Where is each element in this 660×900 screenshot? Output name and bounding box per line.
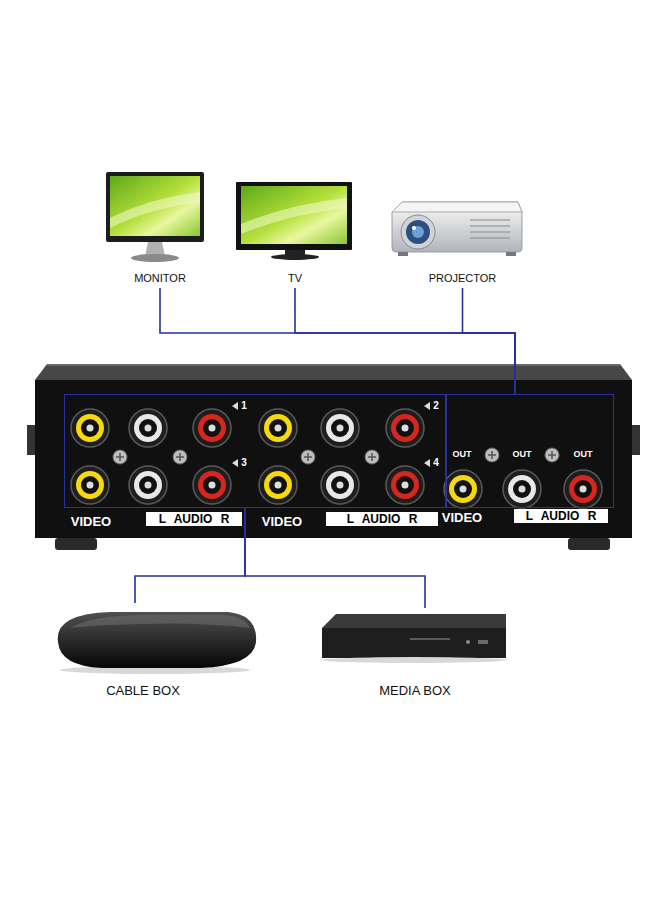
tv-base: [271, 254, 319, 260]
display-device: PROJECTOR: [385, 168, 540, 288]
output-panel: OUT OUT OUT: [447, 395, 613, 507]
audio-jack: [503, 470, 541, 508]
port-label: VIDEO: [246, 514, 318, 530]
audio-jack: [321, 466, 359, 504]
projector-foot: [506, 252, 516, 256]
screw: [365, 450, 379, 464]
connector-line: [160, 288, 515, 395]
video-jack: [71, 466, 109, 504]
audio-jack: [321, 409, 359, 447]
connector-line: [245, 507, 425, 608]
device-label: MONITOR: [100, 272, 220, 285]
monitor-stand: [145, 242, 165, 256]
screw: [301, 450, 315, 464]
input-number: 3: [238, 457, 250, 469]
switch-edge: [47, 365, 620, 366]
monitor-bezel: [106, 172, 204, 242]
projector-lens-core: [412, 226, 424, 238]
screw: [113, 450, 127, 464]
indicator: [466, 640, 470, 644]
projector-lens-ring: [401, 215, 435, 249]
disc-slot: [410, 638, 450, 640]
device-label: MEDIA BOX: [340, 683, 490, 699]
vent-line: [470, 220, 510, 221]
switch-knob: [632, 425, 640, 455]
input-number: 1: [238, 400, 250, 412]
vent-line: [470, 226, 510, 227]
display-device: MONITOR: [100, 168, 220, 288]
audio-jack: [129, 409, 167, 447]
screw: [485, 448, 499, 462]
source-device: MEDIA BOX: [335, 608, 515, 700]
audio-jack: [386, 409, 424, 447]
switch-top: [35, 364, 632, 380]
connector-line: [135, 507, 245, 603]
pointer-triangle: [424, 402, 430, 410]
port-label: L AUDIO R: [326, 512, 438, 526]
screen-glare: [110, 192, 200, 228]
button: [478, 640, 488, 644]
audio-jack: [193, 409, 231, 447]
pointer-triangle: [424, 459, 430, 467]
pointer-triangle: [232, 459, 238, 467]
projector-lens: [406, 220, 430, 244]
screen-glare: [241, 198, 347, 234]
media-box-front: [322, 628, 506, 658]
media-box-top: [322, 614, 506, 628]
vent-line: [470, 238, 510, 239]
audio-jack: [193, 466, 231, 504]
input-number: 2: [430, 400, 442, 412]
projector-body: [392, 202, 522, 252]
tv-screen: [241, 186, 347, 244]
display-device: TV: [235, 168, 355, 288]
video-jack: [259, 409, 297, 447]
audio-jack: [129, 466, 167, 504]
switch-box: 1234OUTOUTOUTVIDEOL AUDIO RVIDEOL AUDIO …: [35, 365, 632, 540]
monitor-screen: [110, 176, 200, 236]
switch-foot: [568, 538, 610, 550]
port-label: L AUDIO R: [146, 512, 242, 526]
connector-line: [463, 288, 516, 395]
shadow: [322, 657, 506, 663]
audio-jack: [564, 470, 602, 508]
switch-front: [35, 380, 632, 538]
pointer-triangle: [232, 402, 238, 410]
switch-foot: [55, 538, 97, 550]
output-label: OUT: [447, 449, 477, 460]
screw: [545, 448, 559, 462]
port-label: VIDEO: [55, 514, 127, 530]
video-jack: [71, 409, 109, 447]
audio-jack: [386, 466, 424, 504]
output-label: OUT: [568, 449, 598, 460]
input-number: 4: [430, 457, 442, 469]
device-label: PROJECTOR: [400, 272, 525, 285]
monitor-base: [131, 254, 179, 262]
tv-bezel: [236, 182, 352, 250]
vent-line: [470, 232, 510, 233]
device-label: CABLE BOX: [68, 683, 218, 699]
cable-box-body: [58, 612, 256, 668]
device-label: TV: [235, 272, 355, 285]
output-label: OUT: [507, 449, 537, 460]
projector-top: [392, 202, 522, 212]
screw: [173, 450, 187, 464]
projector-foot: [398, 252, 408, 256]
port-label: VIDEO: [426, 510, 498, 526]
switch-knob: [27, 425, 35, 455]
video-jack: [259, 466, 297, 504]
port-label: L AUDIO R: [514, 509, 608, 523]
lens-highlight: [412, 226, 416, 230]
input-panel: 1 2 3 4: [65, 395, 445, 507]
cable-box-highlight: [70, 615, 250, 628]
video-jack: [444, 470, 482, 508]
connector-line: [295, 288, 515, 395]
source-device: CABLE BOX: [45, 603, 225, 700]
